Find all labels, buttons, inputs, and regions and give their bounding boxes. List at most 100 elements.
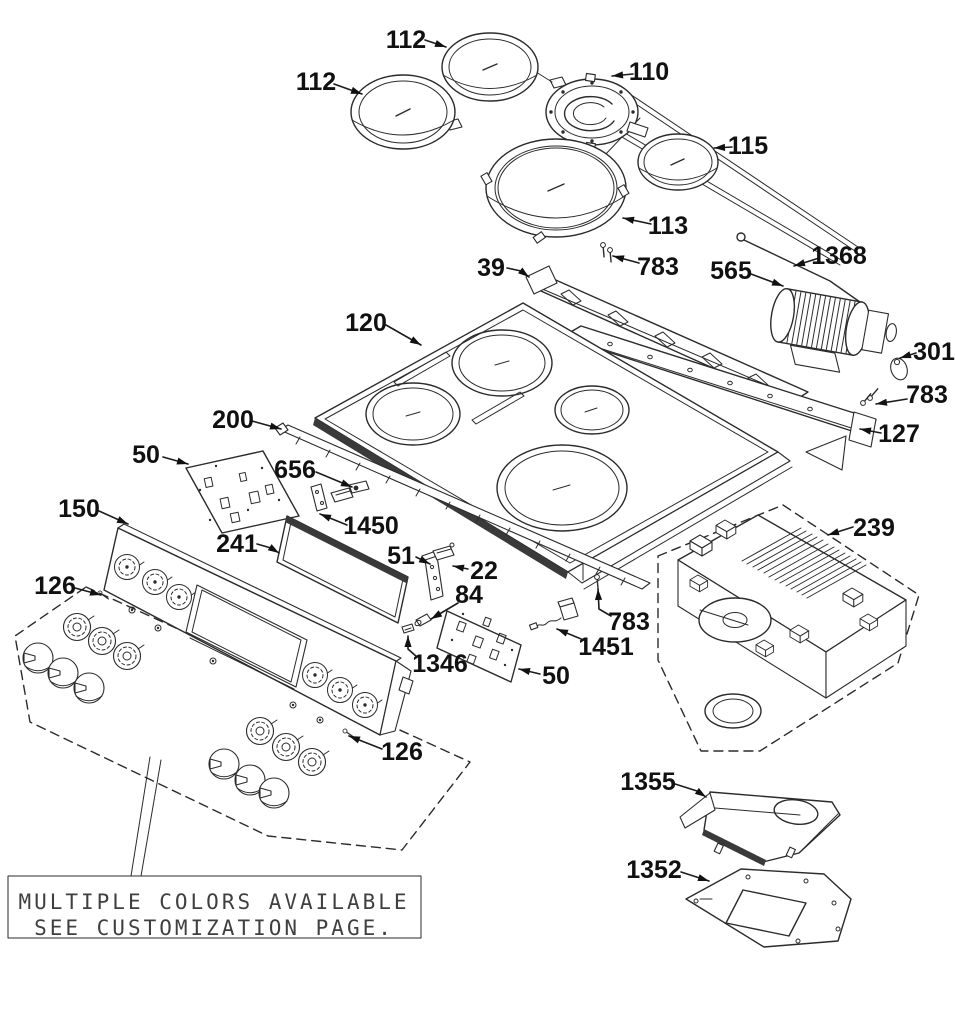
arrowhead-icon [613, 255, 625, 263]
knob-set-center [208, 716, 330, 809]
part-number-label: 22 [470, 557, 498, 585]
callout-50: 50 [518, 662, 570, 690]
callout-150: 150 [58, 495, 129, 525]
arrowhead-icon [860, 427, 872, 435]
part-number-label: 1355 [620, 768, 676, 796]
clip-1346 [401, 623, 415, 634]
arrowhead-icon [434, 40, 446, 47]
arrowhead-icon [519, 668, 531, 676]
part-number-label: 301 [913, 338, 955, 366]
igniter-wire-1368 [736, 232, 868, 308]
arrowhead-icon [557, 629, 569, 637]
arrowhead-icon [697, 874, 709, 882]
arrowhead-icon [431, 610, 443, 619]
arrowhead-icon [900, 351, 912, 359]
note-line-2: SEE CUSTOMIZATION PAGE. [34, 916, 394, 940]
vent-duct-1355 [679, 791, 841, 866]
arrowhead-icon [623, 216, 635, 224]
screws-783-right [859, 388, 880, 407]
clip-22 [432, 542, 455, 561]
part-number-label: 1368 [811, 242, 867, 270]
part-number-label: 113 [648, 212, 688, 240]
part-number-label: 1450 [343, 512, 399, 540]
part-number-label: 1451 [578, 633, 634, 661]
arrowhead-icon [518, 267, 529, 277]
part-number-label: 241 [216, 530, 258, 558]
display-glass-241 [276, 515, 409, 624]
part-number-label: 127 [878, 420, 920, 448]
bracket-rail-39 [525, 265, 809, 404]
part-number-label: 120 [345, 309, 387, 337]
part-number-label: 783 [608, 608, 650, 636]
callout-783: 783 [612, 253, 679, 281]
callout-126: 126 [34, 572, 102, 600]
part-number-label: 84 [455, 581, 483, 609]
arrowhead-icon [794, 259, 806, 267]
burner-element-115 [637, 133, 719, 191]
arrowhead-icon [453, 564, 465, 572]
arrowhead-icon [828, 528, 840, 536]
burner-element-112-left [350, 74, 463, 150]
callout-1451: 1451 [556, 628, 634, 661]
part-number-label: 1352 [626, 856, 682, 884]
callout-127: 127 [859, 420, 920, 448]
callout-126: 126 [348, 735, 423, 766]
note-box-border [7, 875, 422, 939]
part-number-label: 50 [132, 441, 160, 469]
arrowhead-icon [350, 86, 362, 94]
arrowhead-icon [409, 336, 421, 345]
knob-color-options-region [14, 586, 471, 851]
blower-motor-565 [770, 288, 897, 373]
control-board-50-lower [436, 610, 522, 683]
callout-115: 115 [713, 132, 768, 160]
callout-1450: 1450 [319, 512, 399, 540]
arrowhead-icon [349, 736, 361, 744]
callout-110: 110 [611, 58, 669, 86]
spider-ring-110 [545, 72, 649, 152]
part-number-label: 239 [853, 514, 895, 542]
control-board-50-upper [185, 450, 300, 534]
callout-120: 120 [345, 309, 422, 346]
callout-84: 84 [430, 581, 483, 620]
trim-strip-200 [274, 422, 651, 590]
spacer-84 [414, 613, 432, 627]
callout-656: 656 [274, 456, 353, 488]
part-number-label: 200 [212, 406, 254, 434]
part-number-label: 783 [637, 253, 679, 281]
module-dashed-outline [657, 504, 920, 752]
arrowhead-icon [876, 398, 888, 406]
callout-1346: 1346 [404, 635, 468, 678]
sensor-switch-1451 [528, 597, 579, 631]
arrowhead-icon [771, 278, 783, 286]
arrowhead-icon [269, 422, 281, 430]
arrowhead-icon [714, 143, 726, 151]
control-panel-150 [103, 523, 414, 736]
part-number-label: 656 [274, 456, 316, 484]
knob-set-left [22, 612, 145, 704]
screws-783-top [594, 240, 619, 263]
part-number-label: 115 [728, 132, 768, 160]
callout-112: 112 [386, 26, 447, 54]
part-number-label: 126 [34, 572, 76, 600]
callout-200: 200 [212, 406, 282, 434]
bracket-301 [890, 357, 908, 381]
burner-element-112-top [441, 32, 567, 102]
bottom-plate-1352 [685, 868, 852, 948]
part-number-label: 39 [477, 254, 505, 282]
part-number-label: 112 [386, 26, 426, 54]
bracket-656 [330, 480, 370, 503]
note-line-1: MULTIPLE COLORS AVAILABLE [18, 890, 409, 914]
callout-50: 50 [132, 441, 189, 469]
callout-783: 783 [875, 381, 948, 409]
callout-1352: 1352 [626, 856, 710, 884]
arrowhead-icon [267, 544, 279, 553]
arrowhead-icon [340, 479, 352, 487]
callout-113: 113 [622, 212, 688, 240]
callout-22: 22 [452, 557, 498, 585]
part-number-label: 112 [296, 68, 336, 96]
callout-1368: 1368 [793, 242, 867, 270]
callout-112: 112 [296, 68, 363, 96]
arrowhead-icon [116, 516, 128, 524]
